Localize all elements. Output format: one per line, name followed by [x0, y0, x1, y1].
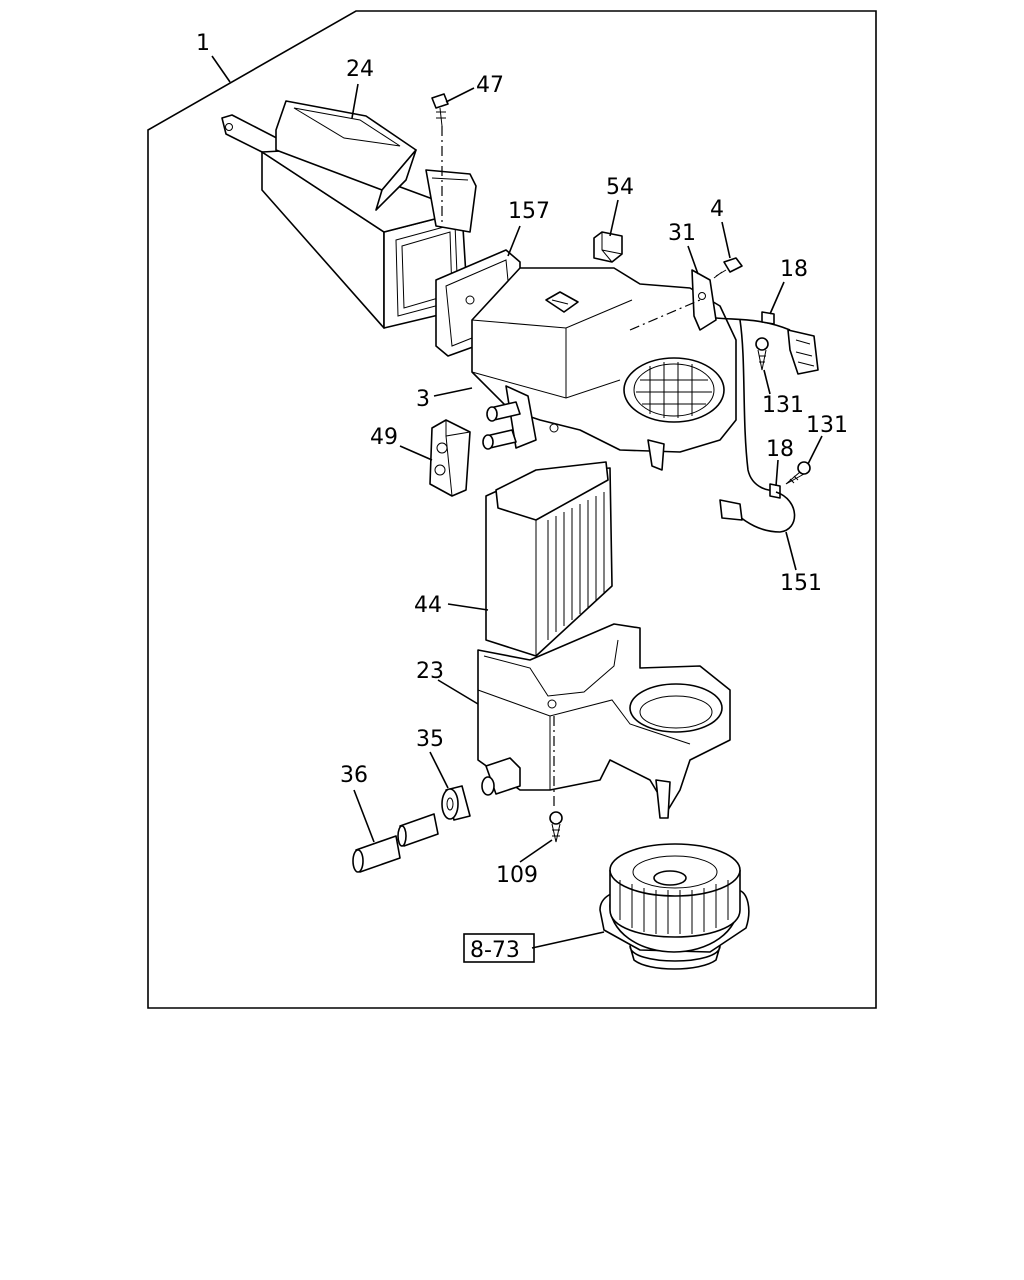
callout-47: 47 [476, 73, 504, 98]
evaporator-core-part [485, 461, 613, 657]
part-54 [593, 231, 623, 263]
blower-motor-part [599, 843, 750, 970]
callout-3: 3 [416, 387, 430, 412]
reference-box [463, 933, 535, 963]
callout-157: 157 [508, 199, 550, 224]
part-35-ring [441, 785, 471, 821]
part-49-plate [429, 419, 471, 497]
pipe-connectors [482, 385, 537, 450]
wire-harness [715, 311, 819, 533]
callout-36: 36 [340, 763, 368, 788]
callout-49: 49 [370, 425, 398, 450]
callout-31: 31 [668, 221, 696, 246]
leader-lines [211, 55, 823, 949]
callout-131-left: 131 [762, 393, 804, 418]
part-131-screw-a [755, 337, 769, 371]
callout-1: 1 [196, 31, 210, 56]
part-47-screw [431, 93, 449, 127]
part-31 [691, 269, 717, 331]
callout-4: 4 [710, 197, 724, 222]
callout-18-top: 18 [780, 257, 808, 282]
part-131-screw-b [785, 461, 811, 485]
callout-54: 54 [606, 175, 634, 200]
lower-case-part [477, 623, 731, 819]
callout-131-right: 131 [806, 413, 848, 438]
assembly-border [147, 10, 877, 1009]
part-36-tube [352, 813, 439, 873]
reference-label-8-73: 8-73 [470, 938, 520, 963]
callout-151: 151 [780, 571, 822, 596]
part-4 [713, 257, 743, 279]
callout-109: 109 [496, 863, 538, 888]
duct-part [221, 100, 477, 329]
part-109-screw [549, 811, 563, 843]
callout-18-lower: 18 [766, 437, 794, 462]
assembly-line-31 [629, 299, 701, 331]
callout-35: 35 [416, 727, 444, 752]
callout-44: 44 [414, 593, 442, 618]
upper-case-part [465, 267, 737, 471]
callout-24: 24 [346, 57, 374, 82]
callout-23: 23 [416, 659, 444, 684]
